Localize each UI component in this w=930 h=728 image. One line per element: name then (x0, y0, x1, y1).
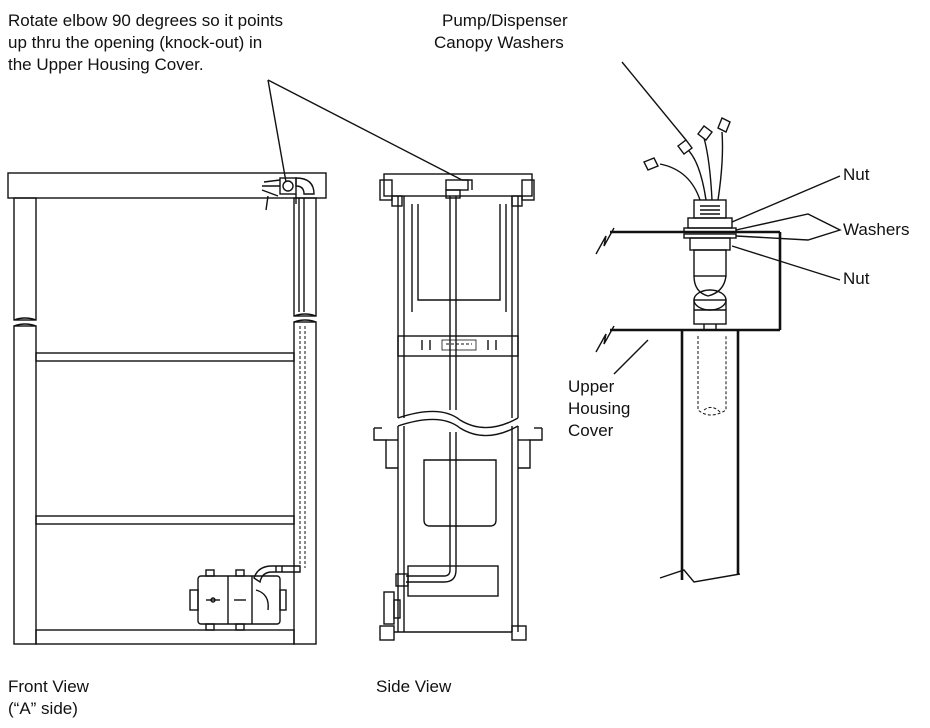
detail-washer-1 (683, 227, 737, 233)
leader-canopy-washers (621, 61, 687, 141)
callout-upper-housing-cover-line-2: Housing (568, 399, 631, 418)
callout-canopy-washers: Pump/Dispenser Canopy Washers (434, 10, 568, 54)
callout-nut-top: Nut (843, 165, 870, 184)
callout-rotate-elbow-line-2: up thru the opening (knock-out) in (8, 33, 263, 52)
callout-canopy-washers-line-2: Canopy Washers (434, 33, 564, 52)
leader-nut-bottom (731, 245, 841, 281)
side-view-crossbar (397, 335, 519, 357)
detail-view-drawing (595, 117, 782, 583)
detail-upper-nut (687, 217, 733, 229)
callout-rotate-elbow: Rotate elbow 90 degrees so it points up … (8, 10, 283, 76)
front-view-drawing (7, 172, 327, 645)
callout-washers: Washers (843, 220, 910, 239)
front-view-right-column (293, 197, 317, 317)
leader-nut-top (731, 175, 841, 223)
leader-lines (267, 61, 842, 375)
leader-rotate-front (267, 79, 287, 183)
caption-front-view-line-2: (“A” side) (8, 699, 78, 718)
front-view-crossbar-3 (35, 629, 295, 645)
callout-nut-bottom: Nut (843, 269, 870, 288)
caption-side-view: Side View (376, 677, 452, 696)
side-view-elbow (445, 179, 469, 191)
caption-front-view: Front View (“A” side) (8, 676, 89, 720)
front-view-crossbar-1 (35, 352, 295, 362)
front-view-crossbar-2 (35, 515, 295, 525)
leader-washers (735, 213, 842, 241)
callout-canopy-washers-line-1: Pump/Dispenser (442, 11, 568, 30)
callout-upper-housing-cover-line-1: Upper (568, 377, 615, 396)
front-view-left-column-lower (13, 325, 37, 645)
callout-upper-housing-cover-line-3: Cover (568, 421, 614, 440)
front-view-top-beam (7, 172, 327, 199)
callout-rotate-elbow-line-3: the Upper Housing Cover. (8, 55, 204, 74)
side-view-junction-box (407, 565, 499, 597)
callout-upper-housing-cover: Upper Housing Cover (568, 376, 630, 442)
side-view-housing-body (423, 459, 497, 527)
detail-lower-nut (689, 237, 731, 251)
leader-upper-housing-cover (613, 339, 649, 375)
side-view-drawing (373, 173, 543, 641)
side-view-top-cap (383, 173, 533, 197)
leader-rotate-side (267, 79, 463, 181)
callout-rotate-elbow-line-1: Rotate elbow 90 degrees so it points (8, 11, 284, 30)
front-view-right-column-lower (293, 321, 317, 645)
front-view-left-column (13, 197, 37, 321)
caption-front-view-line-1: Front View (8, 677, 89, 696)
